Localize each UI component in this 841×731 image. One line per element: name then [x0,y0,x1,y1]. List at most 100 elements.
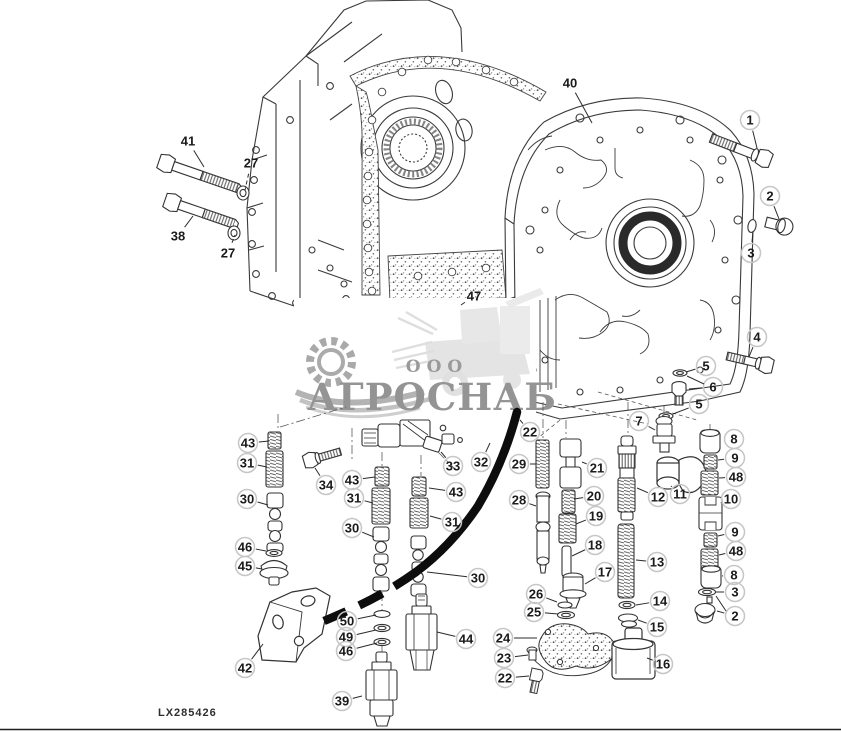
callout-38[interactable]: 38 [171,215,194,244]
callout-number: 40 [563,76,577,91]
part-valve-12 [617,435,637,521]
callout-40[interactable]: 40 [563,76,593,124]
callout-31[interactable]: 31 [429,511,463,533]
callout-15[interactable]: 15 [637,616,668,638]
leader-line [251,643,264,660]
callout-49[interactable]: 49 [335,626,377,648]
callout-27[interactable]: 27 [244,156,258,191]
callout-7[interactable]: 7 [628,410,656,432]
leader-line [364,500,374,504]
callout-3[interactable]: 3 [716,581,746,603]
callout-13[interactable]: 13 [635,551,668,573]
callout-28[interactable]: 28 [508,489,537,511]
callout-39[interactable]: 39 [331,690,363,712]
callout-25[interactable]: 25 [523,601,559,623]
callout-41[interactable]: 41 [181,134,205,168]
leader-line [428,487,446,491]
callout-18[interactable]: 18 [571,534,606,557]
leader-line [637,619,647,624]
callout-16[interactable]: 16 [646,653,674,675]
callout-17[interactable]: 17 [584,561,616,585]
valve-stack-b [365,466,398,727]
part-retainer-11 [656,456,707,494]
callout-circle [583,485,605,507]
watermark-harvester-icon [391,288,544,396]
callout-31[interactable]: 31 [236,452,268,474]
callout-12[interactable]: 12 [636,486,669,508]
callout-number: 31 [445,515,459,530]
callout-22[interactable]: 22 [494,667,530,689]
callout-24[interactable]: 24 [492,627,538,649]
callout-11[interactable]: 11 [669,483,691,505]
callout-5[interactable]: 5 [672,393,710,415]
callout-26[interactable]: 26 [525,583,558,605]
callout-9[interactable]: 9 [717,447,746,469]
callout-29[interactable]: 29 [508,453,537,475]
callout-14[interactable]: 14 [635,590,671,612]
callout-2[interactable]: 2 [716,605,746,627]
callout-30[interactable]: 30 [426,567,489,589]
part-valve-44 [405,593,438,671]
callout-22[interactable]: 22 [519,419,541,443]
callout-46[interactable]: 46 [234,536,267,558]
callout-number: 38 [171,229,185,244]
callout-8[interactable]: 8 [722,428,745,450]
leader-line [544,612,559,615]
part-cap-screw-1 [708,133,774,169]
right-housing [504,97,755,420]
callout-34[interactable]: 34 [314,467,337,496]
callout-27[interactable]: 27 [221,234,236,261]
callout-number: 17 [598,565,612,580]
callout-31[interactable]: 31 [343,487,374,509]
callout-46[interactable]: 46 [335,640,378,662]
callout-circle [586,457,608,479]
callout-47[interactable]: 47 [460,289,481,306]
leader-line [362,476,376,480]
callout-19[interactable]: 19 [575,505,607,527]
leader-line [440,451,447,458]
callout-1[interactable]: 1 [739,109,761,149]
leader-line [718,553,726,556]
callout-circle [740,242,762,264]
callout-number: 42 [238,661,252,676]
callout-42[interactable]: 42 [234,643,264,679]
left-housing-bolt-holes [248,82,350,307]
leader-line [635,559,647,562]
callout-48[interactable]: 48 [718,540,747,562]
callout-number: 15 [650,620,664,635]
callout-32[interactable]: 32 [470,442,492,473]
part-spring-13 [617,523,635,599]
callout-6[interactable]: 6 [688,376,724,398]
callout-44[interactable]: 44 [436,628,477,650]
callout-circle [649,590,671,612]
callout-33[interactable]: 33 [440,451,464,477]
callout-10[interactable]: 10 [720,488,742,510]
callout-23[interactable]: 23 [493,647,529,669]
callout-8[interactable]: 8 [721,564,745,586]
callout-30[interactable]: 30 [236,488,269,510]
leader-line [257,464,268,468]
callout-4[interactable]: 4 [746,326,768,358]
callout-number: 26 [529,587,543,602]
callout-20[interactable]: 20 [573,485,605,507]
callout-48[interactable]: 48 [718,466,747,488]
part-plug-2b [694,596,716,624]
callout-50[interactable]: 50 [336,610,377,632]
callout-3[interactable]: 3 [740,230,762,264]
callout-21[interactable]: 21 [581,457,608,479]
callout-2[interactable]: 2 [759,185,781,220]
callout-circle [695,355,717,377]
callout-30[interactable]: 30 [341,517,375,539]
callout-43[interactable]: 43 [237,432,270,454]
callout-number: 22 [523,425,537,440]
callout-43[interactable]: 43 [428,481,467,503]
leader-line [357,614,377,620]
callout-number: 28 [512,493,526,508]
part-sensor-7 [652,415,676,453]
callout-43[interactable]: 43 [341,469,376,491]
callout-number: 44 [459,632,474,647]
callout-45[interactable]: 45 [234,555,263,577]
part-stud-23 [526,646,538,661]
callout-5[interactable]: 5 [685,355,717,377]
leader-line [571,549,586,557]
